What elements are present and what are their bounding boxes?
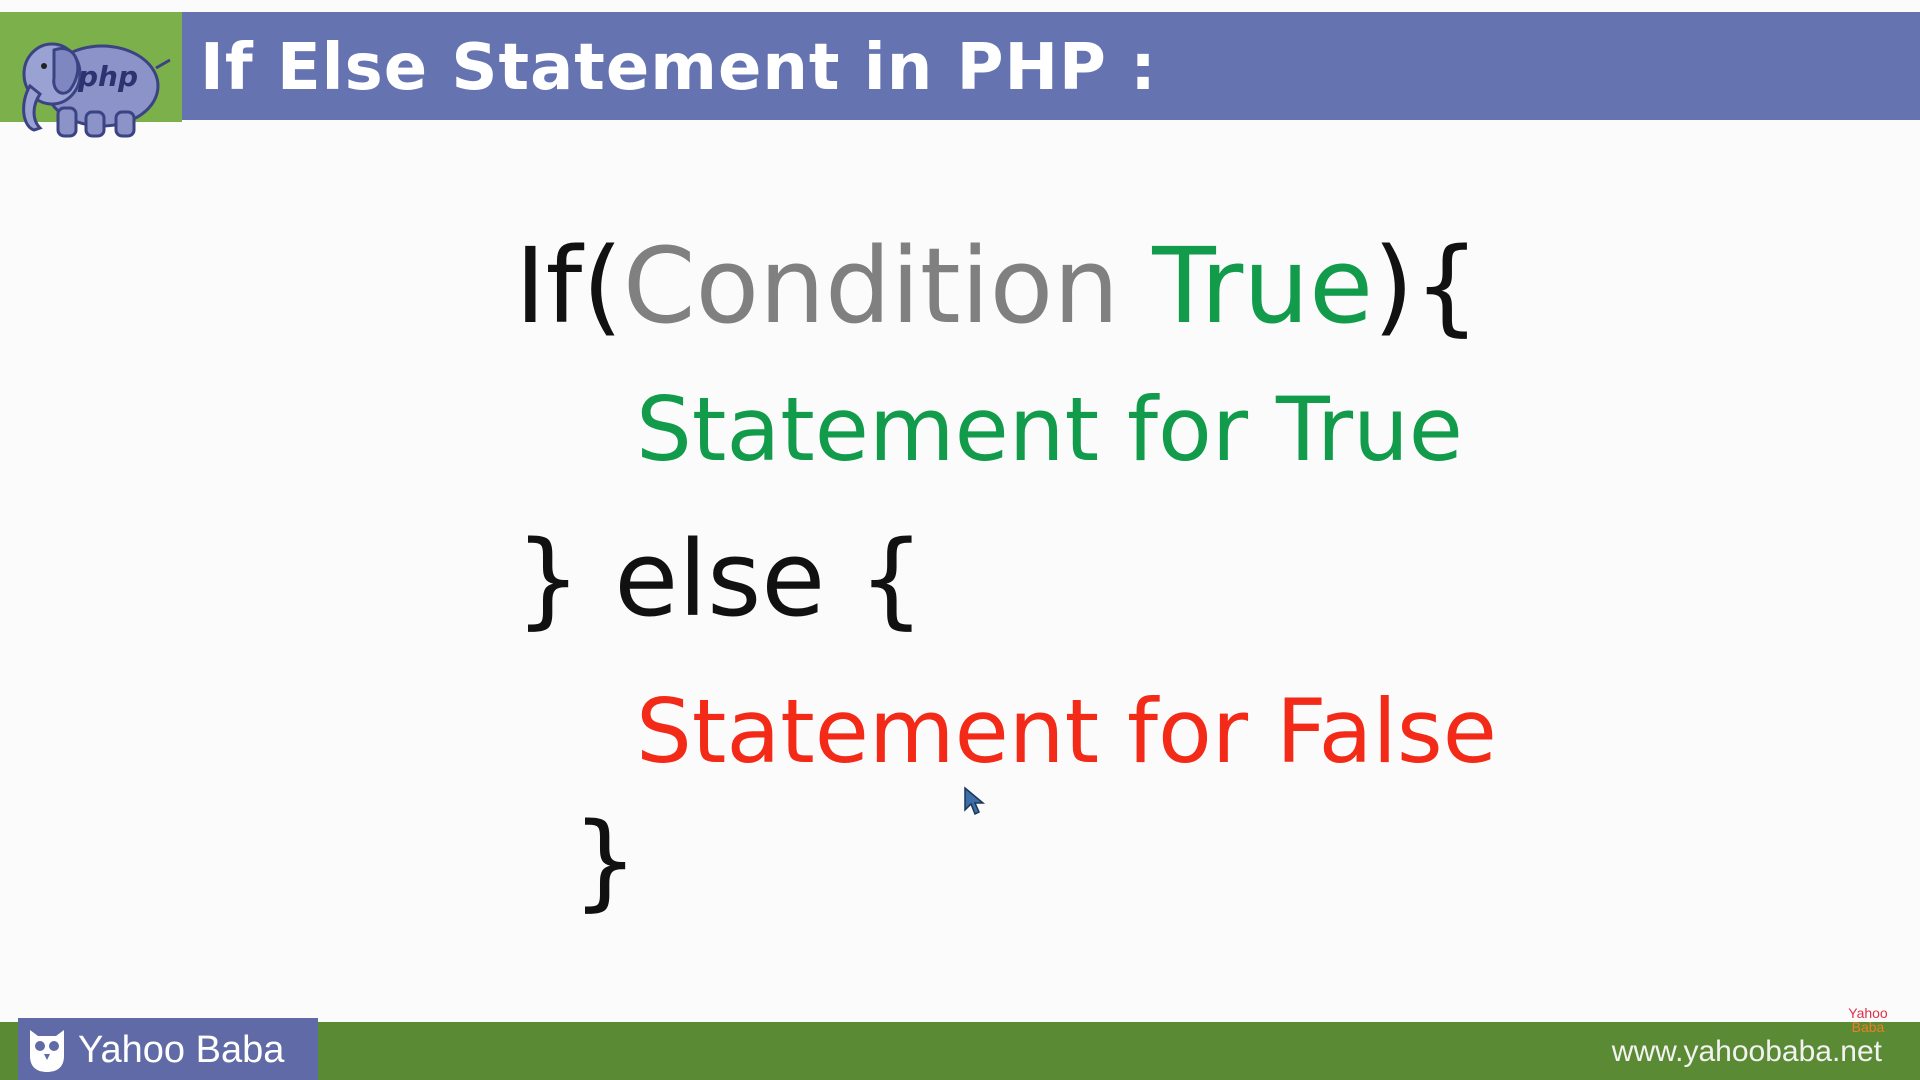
false-statement: Statement for False	[636, 680, 1497, 783]
else-line: } else {	[515, 518, 925, 640]
logo-box: php	[0, 12, 182, 138]
space	[1119, 225, 1152, 347]
channel-watermark: Yahoo Baba	[1840, 1006, 1896, 1042]
condition-word: Condition	[622, 225, 1120, 347]
open-brace: ){	[1373, 225, 1480, 347]
true-statement: Statement for True	[636, 378, 1463, 481]
brand-name: Yahoo Baba	[78, 1029, 285, 1071]
title-bar	[0, 12, 1920, 120]
true-word: True	[1152, 225, 1374, 347]
site-url[interactable]: www.yahoobaba.net	[1611, 1035, 1882, 1068]
brand-badge[interactable]: Yahoo Baba	[18, 1018, 318, 1080]
if-keyword: If(	[515, 225, 623, 347]
watermark-line2: Baba	[1851, 1019, 1885, 1035]
page-title: If Else Statement in PHP :	[200, 31, 1157, 105]
mouse-pointer-icon	[964, 786, 986, 816]
owl-icon	[30, 1030, 64, 1072]
closing-brace: }	[572, 800, 639, 922]
php-elephant-icon	[22, 42, 171, 138]
logo-text: php	[78, 60, 139, 93]
footer-bar	[0, 1022, 1920, 1080]
code-line-if: If(Condition True){	[515, 225, 1480, 347]
watermark-line1: Yahoo	[1848, 1005, 1888, 1021]
